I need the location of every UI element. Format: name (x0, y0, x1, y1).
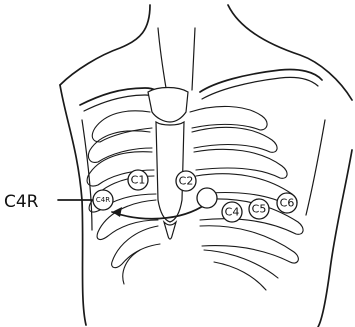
lead-c6-label: C6 (280, 197, 295, 210)
lead-c4r: C4R (93, 190, 113, 210)
lead-c2: C2 (176, 171, 196, 191)
lead-c5-label: C5 (252, 203, 267, 216)
sternum (148, 88, 188, 240)
spine (158, 28, 195, 90)
lead-c4: C4 (222, 202, 242, 222)
lead-c1: C1 (128, 170, 148, 190)
lead-c5: C5 (249, 199, 269, 219)
lead-c6: C6 (277, 193, 297, 213)
clavicles (80, 69, 322, 111)
lead-c4r-label: C4R (96, 196, 110, 204)
lead-c2-label: C2 (179, 175, 194, 188)
lead-c4-label: C4 (225, 206, 240, 219)
lead-c1-label: C1 (131, 174, 146, 187)
body-outline (60, 5, 352, 327)
lead-markers: C1 C2 C4 C5 C6 C4R (93, 170, 297, 222)
lead-c3 (197, 188, 217, 208)
c4r-callout-text: C4R (4, 192, 39, 212)
